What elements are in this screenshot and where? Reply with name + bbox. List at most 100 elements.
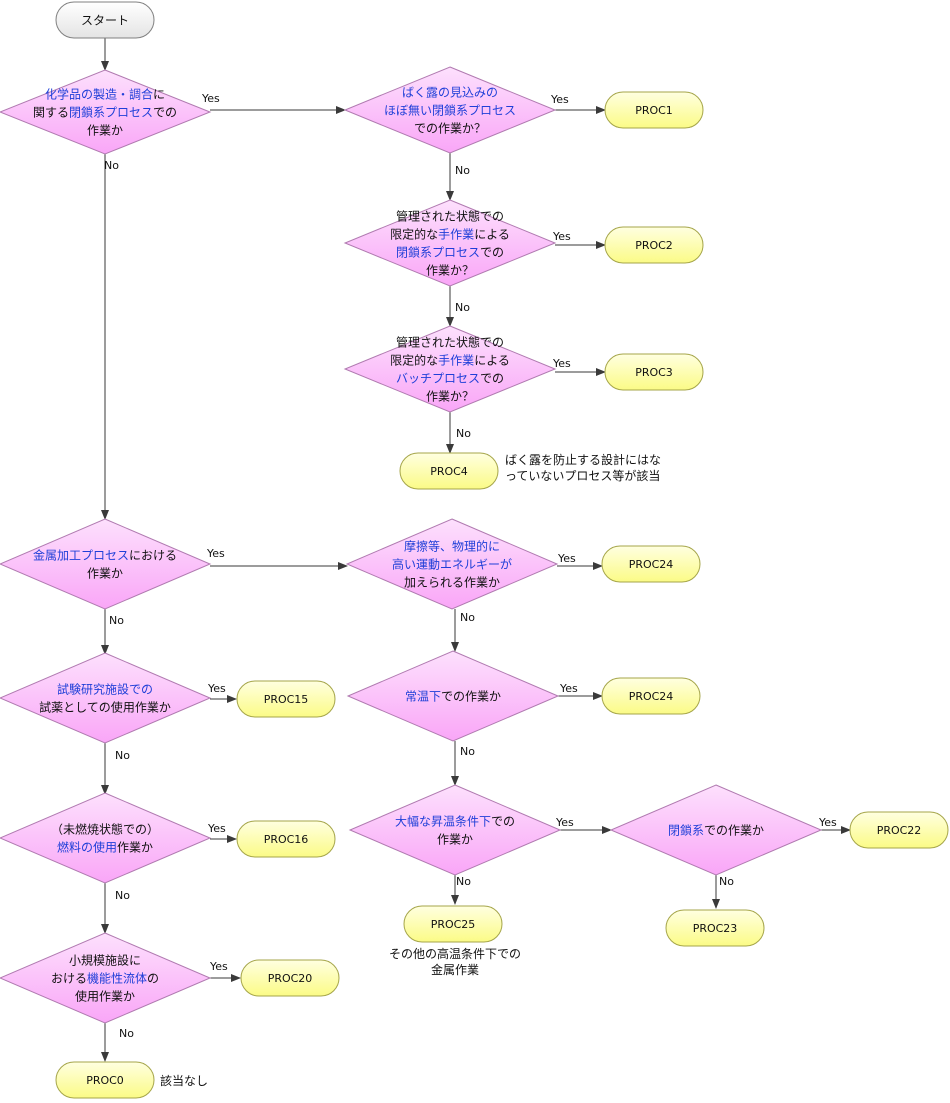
no-label: No: [109, 614, 124, 627]
no-label: No: [456, 427, 471, 440]
yes-label: Yes: [559, 682, 578, 695]
yes-label: Yes: [207, 682, 226, 695]
yes-label: Yes: [206, 547, 225, 560]
decision-text-line: 限定的な手作業による: [390, 227, 510, 242]
decision-text-line: 作業か: [87, 567, 123, 581]
result-r20: PROC20: [240, 959, 340, 997]
decision-text-line: 限定的な手作業による: [390, 353, 510, 368]
result-label: PROC16: [264, 833, 309, 846]
decision-text-line: おける機能性流体の: [51, 971, 159, 986]
result-label: PROC2: [635, 239, 673, 252]
decision-text-line: ばく露の見込みの: [402, 86, 498, 100]
decision-text-line: 高い運動エネルギーが: [392, 557, 512, 572]
yes-label: Yes: [201, 92, 220, 105]
no-label: No: [119, 1027, 134, 1040]
decision-text-line: （未燃焼状態での）: [51, 822, 159, 837]
note-proc4: ばく露を防止する設計にはな: [505, 452, 661, 467]
decision-text-line: 閉鎖系での作業か: [668, 823, 764, 838]
decision-q-fuel: （未燃焼状態での） 燃料の使用作業か: [0, 792, 212, 884]
note-proc25: 金属作業: [431, 962, 479, 977]
no-label: No: [115, 889, 130, 902]
result-label: PROC4: [430, 465, 468, 478]
yes-label: Yes: [207, 822, 226, 835]
result-label: PROC0: [86, 1074, 124, 1087]
decision-text-line: での作業か？: [414, 122, 486, 136]
no-label: No: [455, 164, 470, 177]
no-label: No: [719, 875, 734, 888]
no-label: No: [456, 875, 471, 888]
decision-text-line: 関する閉鎖系プロセスでの: [33, 105, 177, 120]
decision-text-line: ほぼ無い閉鎖系プロセス: [384, 103, 516, 118]
decision-text-line: 金属加工プロセスにおける: [33, 548, 177, 563]
no-label: No: [115, 749, 130, 762]
start-node: スタート: [55, 1, 155, 39]
decision-text-line: 大幅な昇温条件下での: [395, 814, 515, 829]
decision-text-line: 作業か: [87, 124, 123, 138]
note-proc0: 該当なし: [160, 1073, 208, 1088]
yes-label: Yes: [552, 230, 571, 243]
yes-label: Yes: [818, 816, 837, 829]
decision-text-line: 管理された状態での: [396, 209, 504, 224]
decision-text-line: 試薬としての使用作業か: [39, 700, 171, 715]
yes-label: Yes: [555, 816, 574, 829]
decision-text-line: 試験研究施設での: [57, 682, 153, 697]
result-label: PROC22: [877, 824, 922, 837]
result-r24b: PROC24: [601, 677, 701, 715]
decision-text-line: 作業か？: [426, 264, 474, 278]
decision-text-line: 管理された状態での: [396, 335, 504, 350]
decision-text-line: 使用作業か: [75, 989, 135, 1004]
result-r4: PROC4: [399, 452, 499, 490]
result-label: PROC15: [264, 693, 309, 706]
result-r0: PROC0: [55, 1061, 155, 1099]
result-r3: PROC3: [604, 353, 704, 391]
decision-text-line: 作業か？: [426, 390, 474, 404]
yes-label: Yes: [552, 357, 571, 370]
result-r2: PROC2: [604, 226, 704, 264]
result-r23: PROC23: [665, 909, 765, 947]
result-r25: PROC25: [403, 905, 503, 943]
note-proc4: っていないプロセス等が該当: [505, 468, 660, 483]
decision-text-line: 摩擦等、物理的に: [404, 539, 500, 554]
no-label: No: [104, 159, 119, 172]
decision-text-line: 小規模施設に: [69, 953, 141, 968]
decision-text-line: バッチプロセスでの: [396, 372, 504, 386]
result-label: PROC24: [629, 690, 674, 703]
decision-text-line: 加えられる作業か: [404, 576, 500, 590]
yes-label: Yes: [557, 552, 576, 565]
yes-label: Yes: [550, 93, 569, 106]
result-r15: PROC15: [236, 680, 336, 718]
result-r22: PROC22: [849, 811, 949, 849]
result-label: PROC23: [693, 922, 738, 935]
no-label: No: [455, 301, 470, 314]
decision-q-closed-sys: 閉鎖系での作業か: [609, 784, 823, 876]
yes-label: Yes: [209, 960, 228, 973]
decision-text-line: 燃料の使用作業か: [57, 840, 153, 855]
result-label: PROC20: [268, 972, 313, 985]
decision-text-line: 常温下での作業か: [405, 690, 501, 704]
decision-text-line: 化学品の製造・調合に: [45, 87, 165, 102]
decision-text-line: 閉鎖系プロセスでの: [396, 245, 504, 260]
start-label: スタート: [81, 14, 129, 28]
result-label: PROC24: [629, 558, 674, 571]
result-r1: PROC1: [604, 91, 704, 129]
result-label: PROC1: [635, 104, 673, 117]
result-r16: PROC16: [236, 820, 336, 858]
note-proc25: その他の高温条件下での: [389, 946, 521, 961]
no-label: No: [460, 611, 475, 624]
result-r24a: PROC24: [601, 545, 701, 583]
result-label: PROC3: [635, 366, 673, 379]
result-label: PROC25: [431, 918, 476, 931]
no-label: No: [460, 745, 475, 758]
decision-q-room-temp: 常温下での作業か: [346, 650, 560, 742]
decision-text-line: 作業か: [437, 833, 473, 847]
